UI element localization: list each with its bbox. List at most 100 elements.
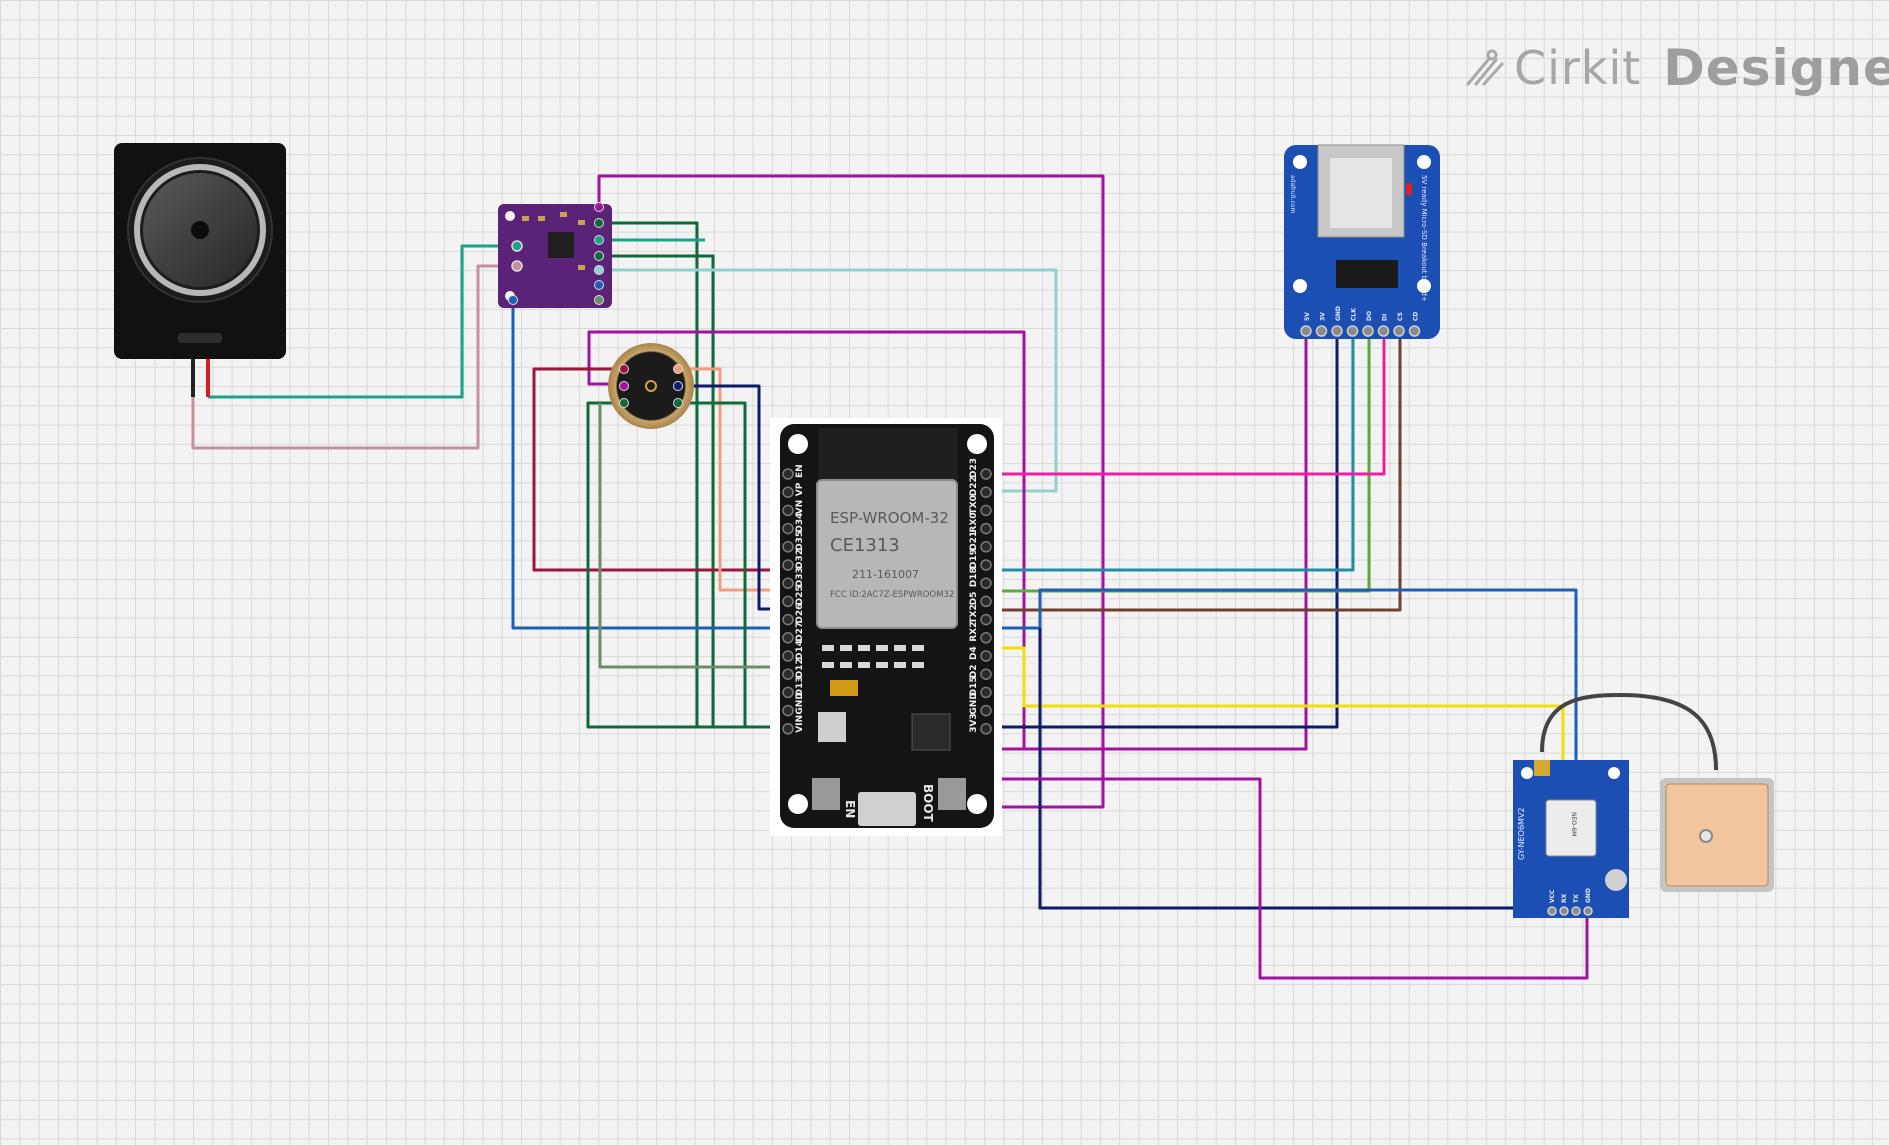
mic-pin-sd[interactable] [619,364,629,374]
esp32-right-pin-tx2[interactable] [980,613,992,626]
wire-mic-gnd[interactable] [586,401,788,729]
esp32-left-pin-en[interactable] [782,468,794,480]
esp32-en-button[interactable] [812,778,840,810]
esp32-left-pin-d27[interactable] [782,632,794,644]
esp32-boot-button[interactable] [938,778,966,810]
sd-mount-hole [1417,155,1431,169]
esp32-right-pin-d23[interactable] [980,468,992,480]
wire-amp-bclk-d26[interactable] [511,300,788,630]
esp32-usb-port[interactable] [858,792,916,826]
sd-pin-clk[interactable] [1346,325,1359,337]
esp32-right-pin-d18[interactable] [980,577,992,589]
amp-mount-hole [505,211,515,221]
wire-sd-di-d23[interactable] [986,331,1386,476]
esp32-left-pin-vn[interactable] [782,504,794,517]
amp-pin-vin[interactable] [594,202,604,212]
sd-pin-di[interactable] [1377,325,1390,337]
esp32-right-pin-tx0[interactable] [980,504,992,517]
speaker-lead-red [206,359,210,397]
amp-pin-gnd[interactable] [594,218,604,228]
esp32-left-pin-gnd[interactable] [782,704,794,717]
gps-pin-tx[interactable] [1571,906,1581,916]
gps-patch-antenna[interactable] [1660,778,1774,892]
mic-pin-sck[interactable] [673,364,683,374]
amp-pin-din[interactable] [594,265,604,275]
wire-sd-5v[interactable] [986,331,1308,751]
esp32-left-pin-d13[interactable] [782,686,794,699]
speaker[interactable] [114,143,286,397]
wire-sd-cs-d5[interactable] [986,331,1402,612]
gps-pin-vcc[interactable] [1547,906,1557,916]
esp32-right-pin-label: D15 [969,676,979,696]
esp32-left-pin-vin[interactable] [782,723,794,735]
sd-pin-do[interactable] [1362,325,1374,337]
gps-pin-rx[interactable] [1559,906,1569,916]
esp32-right-pin-d21[interactable] [980,541,992,553]
wire-mic-sck-d33[interactable] [678,367,788,592]
esp32-left-pin-label: D35 [795,531,805,551]
wire-mic-lr-gnd[interactable] [678,401,788,729]
wire-mic-extra-sage[interactable] [598,403,788,669]
wire-speaker-neg-mauve[interactable] [191,264,517,450]
esp32-right-pin-rx2[interactable] [980,632,992,644]
amp-pin-lrc[interactable] [594,295,604,305]
wire-sd-gnd[interactable] [986,331,1339,729]
esp32-mount-hole [967,794,987,814]
amp-pin-gain[interactable] [594,251,604,261]
esp32-right-pin-gnd[interactable] [980,704,992,717]
sd-pin-label: CS [1397,312,1404,321]
esp32-left-pin-d25[interactable] [782,595,794,608]
sd-pin-cs[interactable] [1393,325,1405,337]
esp32-left-pin-d33[interactable] [782,577,794,589]
esp32-right-pin-d22[interactable] [980,486,992,498]
esp32-left-pin-d26[interactable] [782,613,794,626]
amp-pin-plus[interactable] [511,240,523,252]
sd-pin-3v[interactable] [1315,325,1328,337]
esp32-right-pin-d19[interactable] [980,559,992,571]
esp32-right-pin-d2[interactable] [980,668,992,680]
esp32-left-pin-d34[interactable] [782,522,794,535]
esp32-left-pin-d12[interactable] [782,668,794,680]
microsd-card-module[interactable]: 5V ready Micro-SD Breakout board+ adafru… [1284,144,1440,339]
esp32-right-pin-3v3[interactable] [980,723,992,735]
sd-pin-gnd[interactable] [1331,325,1343,337]
esp32-right-pin-d4[interactable] [980,650,992,662]
esp32-right-pin-d15[interactable] [980,686,992,699]
mic-pin-vdd[interactable] [619,381,629,391]
sd-brand: adafruit.com [1289,175,1296,213]
esp32-mount-hole [788,434,808,454]
mic-pin-gnd[interactable] [619,398,629,408]
i2s-microphone-module[interactable] [608,343,694,429]
esp32-left-pin-d32[interactable] [782,559,794,571]
wire-sd-clk-d18[interactable] [986,331,1355,572]
wire-mic-sd-d32[interactable] [532,367,788,572]
esp32-left-pin-d14[interactable] [782,650,794,662]
i2s-amplifier-module[interactable] [498,202,612,309]
amp-pin-bclk[interactable] [594,280,604,290]
watermark-product: Designer [1663,39,1889,97]
esp32-left-pin-vp[interactable] [782,486,794,498]
wire-gps-rx-tx2[interactable] [986,588,1578,911]
mic-pin-lr[interactable] [673,398,683,408]
amp-pin-sd[interactable] [594,235,604,245]
esp32-right-pin-d5[interactable] [980,595,992,608]
wire-amp-din-d22[interactable] [599,268,1058,493]
wire-gps-gnd[interactable] [1038,628,1530,910]
amp-pin-minus[interactable] [511,260,523,272]
esp32-left-pin-d35[interactable] [782,541,794,553]
gps-pin-gnd[interactable] [1583,906,1593,916]
mic-pin-ws[interactable] [673,381,683,391]
sd-pin-cd[interactable] [1408,325,1421,337]
wire-gps-vcc-3v3[interactable] [986,777,1589,980]
wire-sd-do-d19[interactable] [986,331,1371,593]
sd-level-shifter-chip [1336,260,1398,288]
esp32-devkit[interactable]: ESP-WROOM-32 CE1313 211-161007 FCC ID:2A… [770,418,1002,836]
wire-speaker-pos-teal[interactable] [208,244,517,399]
esp32-left-pin-label: EN [795,464,805,478]
esp32-boot-label: BOOT [921,784,935,823]
esp32-right-pin-rx0[interactable] [980,522,992,535]
amp-pin-bclk-out[interactable] [508,295,518,305]
gps-mount-hole [1608,767,1620,779]
sd-pin-5v[interactable] [1300,325,1312,337]
